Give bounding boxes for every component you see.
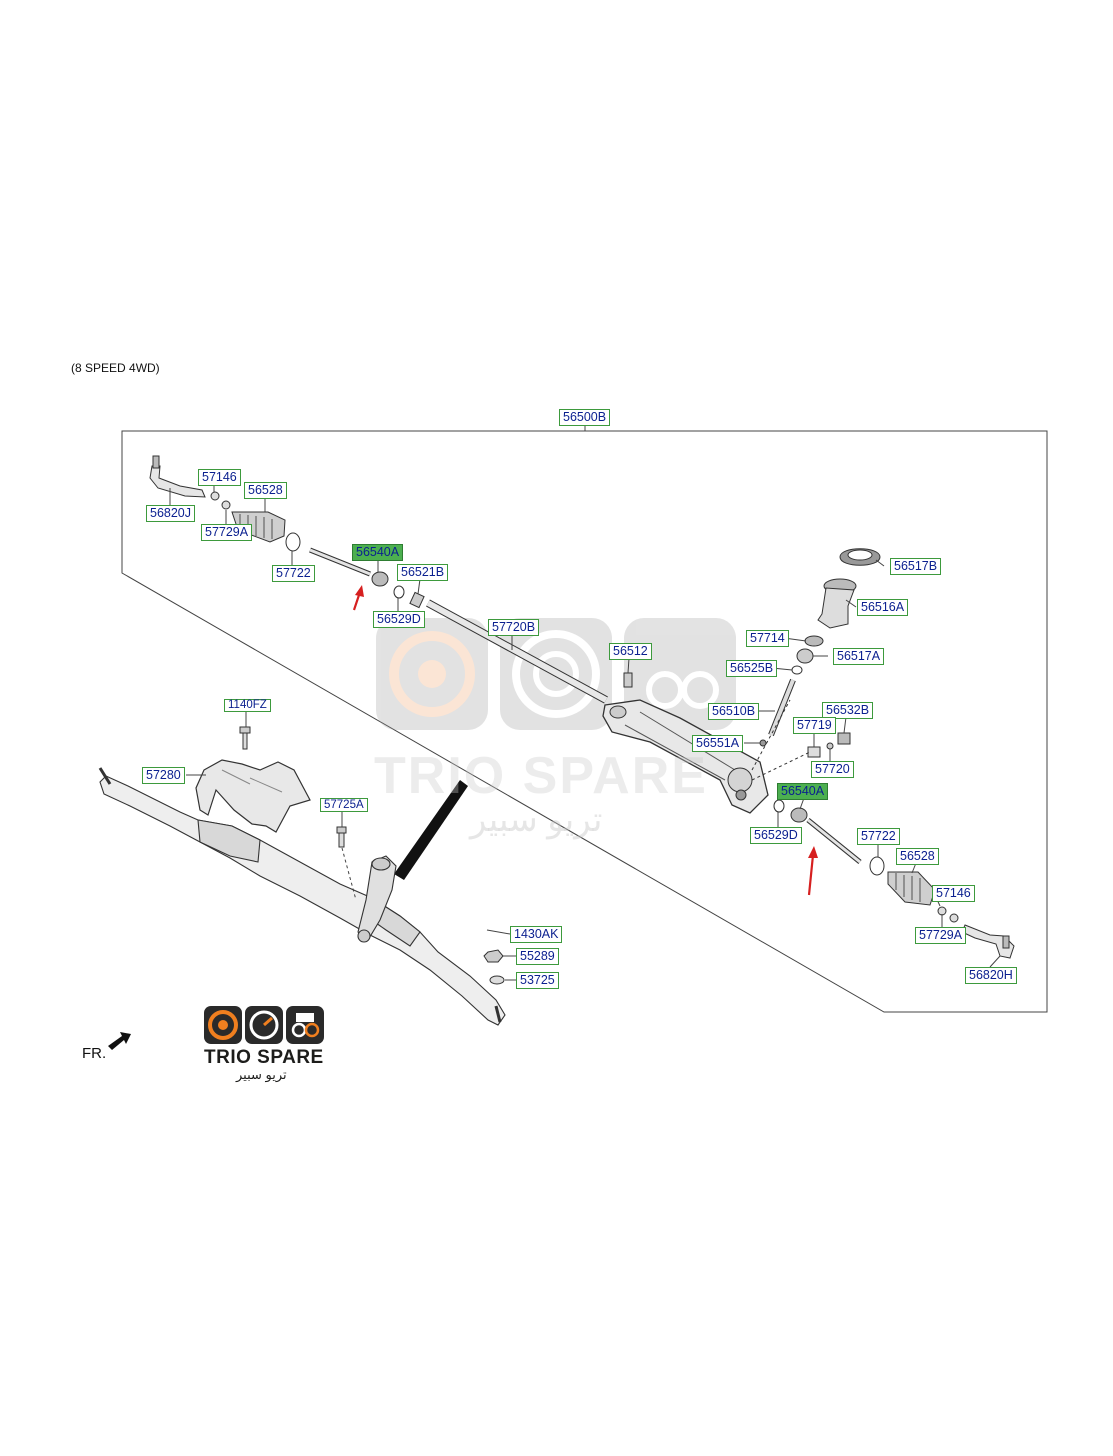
spring-57720 [826,742,834,750]
front-arrow-icon [108,1032,131,1050]
part-label-57729A-right[interactable]: 57729A [915,927,967,944]
part-label-57722-left[interactable]: 57722 [272,565,315,582]
part-label-56529D-right[interactable]: 56529D [750,827,802,844]
red-arrow-right [807,846,818,896]
valve-56512 [623,672,633,688]
inner-tie-rod-right [790,807,862,864]
part-label-56500B[interactable]: 56500B [559,409,611,426]
dashed-guide [751,699,811,781]
part-label-56529D-left[interactable]: 56529D [373,611,425,628]
part-label-56540A-left[interactable]: 56540A [352,544,404,561]
part-label-56820J[interactable]: 56820J [146,505,196,522]
bellows-boot-right [887,871,936,906]
part-label-57719[interactable]: 57719 [793,717,836,734]
logo-brand: TRIO SPARE [204,1047,324,1068]
part-label-56516A[interactable]: 56516A [857,599,909,616]
nut-small-left [210,491,231,510]
inner-tie-rod-left [309,547,389,587]
part-label-56525B[interactable]: 56525B [726,660,778,677]
leader-lines-outer [186,712,516,981]
front-direction-label: FR. [82,1045,107,1062]
o-ring-right [773,799,785,813]
watermark-arabic: تريو سبير [470,801,603,839]
washer-53725 [489,975,505,985]
clamp-ring-left [285,532,301,552]
part-label-56551A[interactable]: 56551A [692,735,744,752]
part-label-56512[interactable]: 56512 [609,643,652,660]
part-label-56521B[interactable]: 56521B [397,564,449,581]
dust-cover-56516A [817,578,857,629]
gear-housing [602,699,769,814]
part-label-56532B[interactable]: 56532B [822,702,874,719]
part-label-1140FZ[interactable]: 1140FZ [224,699,271,712]
watermark-brand: TRIO SPARE [374,747,708,805]
part-label-55289[interactable]: 55289 [516,948,559,965]
part-label-56517B[interactable]: 56517B [890,558,942,575]
part-label-57729A-left[interactable]: 57729A [201,524,253,541]
pinion-seal-top [839,548,881,566]
part-label-56517A[interactable]: 56517A [833,648,885,665]
yoke-57719 [807,746,821,758]
part-label-57722-right[interactable]: 57722 [857,828,900,845]
rack-bushing [409,591,425,609]
yoke-56532B [837,732,851,745]
red-arrow-left [352,585,364,611]
part-label-56528-left[interactable]: 56528 [244,482,287,499]
pin-56551A [759,739,767,747]
part-label-57146-right[interactable]: 57146 [932,885,975,902]
rack-bar [426,599,608,704]
part-label-53725[interactable]: 53725 [516,972,559,989]
part-label-56540A-right[interactable]: 56540A [777,783,829,800]
part-label-57714[interactable]: 57714 [746,630,789,647]
part-label-56528-right[interactable]: 56528 [896,848,939,865]
assembly-boundary [121,430,1048,1013]
logo-graphic [204,1006,324,1044]
part-label-56820H[interactable]: 56820H [965,967,1017,984]
nut-small-right [937,906,959,923]
tie-rod-end-left [149,455,206,498]
o-ring-left [393,585,405,599]
clamp-ring-right [869,856,885,876]
part-label-57720B[interactable]: 57720B [488,619,540,636]
bolt-1140FZ [239,726,251,750]
steering-gear-assembly [98,767,506,1026]
part-label-57725A[interactable]: 57725A [320,798,368,812]
logo-arabic: تريو سبير [236,1067,287,1082]
part-label-57280[interactable]: 57280 [142,767,185,784]
part-label-56510B[interactable]: 56510B [708,703,760,720]
heat-shield-57280 [195,759,311,833]
watermark-graphic [376,618,736,730]
diagram-subtitle: (8 SPEED 4WD) [71,361,160,375]
o-ring-57714 [804,635,824,647]
part-label-1430AK[interactable]: 1430AK [510,926,563,943]
pinion-56510B [768,678,796,737]
bolt-57725A [336,826,347,848]
zoom-indicator [394,780,468,880]
nut-55289 [483,949,504,963]
part-label-57720[interactable]: 57720 [811,761,854,778]
bearing-56517A [796,648,814,664]
part-label-57146-left[interactable]: 57146 [198,469,241,486]
ring-56525B [791,665,803,675]
tie-rod-end-right [961,924,1015,959]
